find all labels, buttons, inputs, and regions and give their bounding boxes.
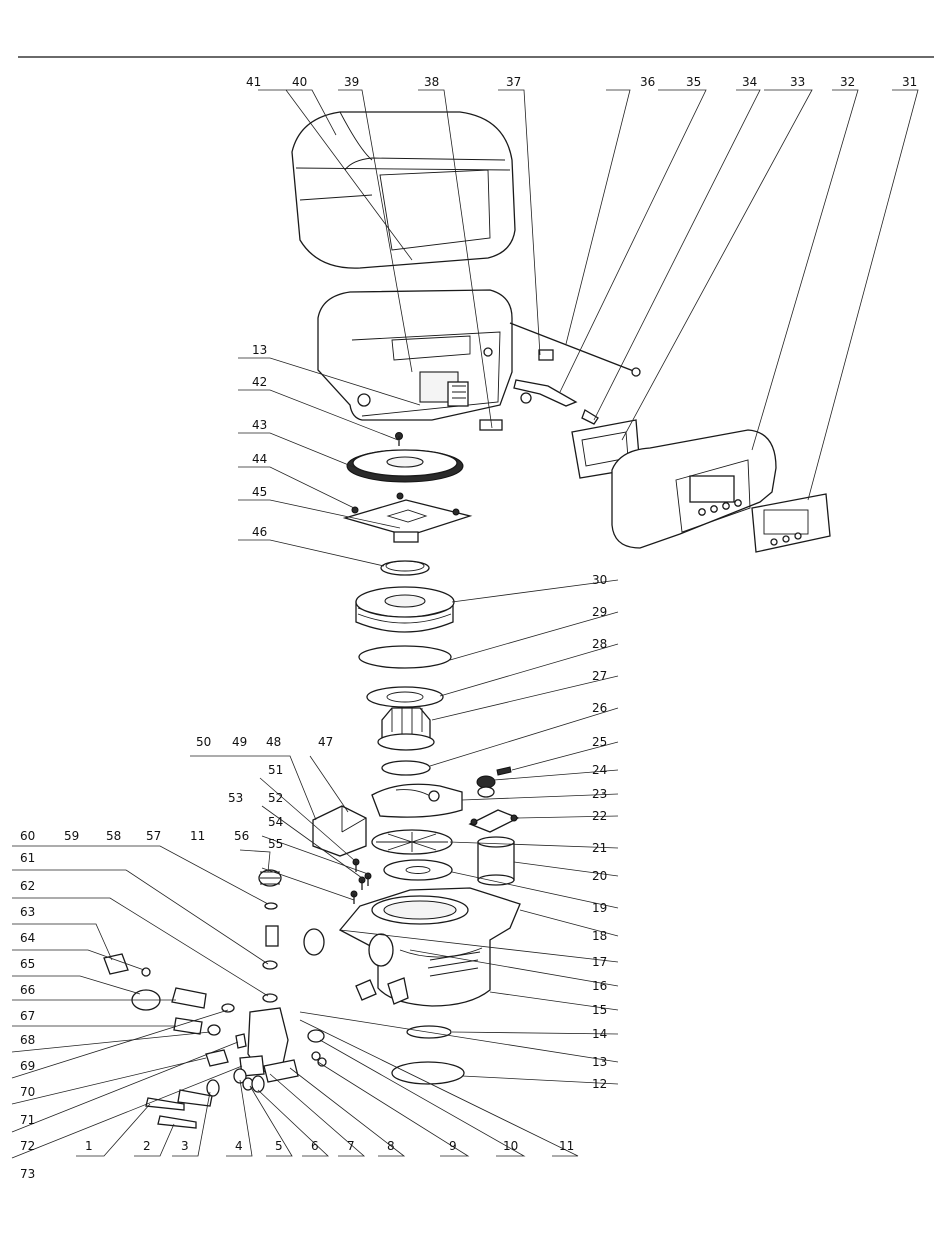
callout-62: 62 — [20, 879, 35, 893]
callout-32: 32 — [840, 75, 855, 89]
callout-14: 14 — [592, 1027, 607, 1041]
callout-59: 59 — [64, 829, 79, 843]
piston-assembly-part — [378, 708, 434, 750]
callout-4: 4 — [235, 1139, 243, 1153]
callout-56: 56 — [234, 829, 249, 843]
mounting-plate-part — [345, 493, 470, 542]
callout-48: 48 — [266, 735, 281, 749]
large-o-ring-part — [359, 646, 451, 668]
bypass-valve-part — [104, 870, 326, 1128]
callout-54: 54 — [268, 815, 283, 829]
callout-11: 11 — [559, 1139, 574, 1153]
callout-12: 12 — [592, 1077, 607, 1091]
callout-72: 72 — [20, 1139, 35, 1153]
top-cover-part — [292, 112, 515, 268]
callout-35: 35 — [686, 75, 701, 89]
callout-57: 57 — [146, 829, 161, 843]
callout-45: 45 — [252, 485, 267, 499]
base-o-ring-part — [392, 1062, 464, 1084]
callout-60: 60 — [20, 829, 35, 843]
callout-47: 47 — [318, 735, 333, 749]
retainer-ring-part — [382, 761, 430, 775]
small-seal-ring-part — [381, 561, 429, 575]
callout-38: 38 — [424, 75, 439, 89]
callout-7: 7 — [347, 1139, 355, 1153]
callout-39: 39 — [344, 75, 359, 89]
callout-69: 69 — [20, 1059, 35, 1073]
callout-49: 49 — [232, 735, 247, 749]
callout-3: 3 — [181, 1139, 189, 1153]
callout-63: 63 — [20, 905, 35, 919]
callout-41: 41 — [246, 75, 261, 89]
callout-53: 53 — [228, 791, 243, 805]
callout-1: 1 — [85, 1139, 93, 1153]
callout-67: 67 — [20, 1009, 35, 1023]
callout-55: 55 — [268, 837, 283, 851]
callout-13-upper: 13 — [252, 343, 267, 357]
motor-bracket-part — [470, 810, 518, 832]
callout-8: 8 — [387, 1139, 395, 1153]
front-label-part — [752, 494, 830, 552]
callout-34: 34 — [742, 75, 757, 89]
callout-33: 33 — [790, 75, 805, 89]
callout-30: 30 — [592, 573, 607, 587]
front-housing-part — [318, 290, 512, 430]
callout-17: 17 — [592, 955, 607, 969]
callout-10: 10 — [503, 1139, 518, 1153]
callout-11-left: 11 — [190, 829, 205, 843]
callout-65: 65 — [20, 957, 35, 971]
callout-50: 50 — [196, 735, 211, 749]
callout-13: 13 — [592, 1055, 607, 1069]
callout-61: 61 — [20, 851, 35, 865]
callout-22: 22 — [592, 809, 607, 823]
callout-43: 43 — [252, 418, 267, 432]
callout-18: 18 — [592, 929, 607, 943]
spoked-disc-part — [372, 830, 452, 854]
callout-42: 42 — [252, 375, 267, 389]
callout-23: 23 — [592, 787, 607, 801]
small-gear-part — [477, 767, 511, 797]
callout-24: 24 — [592, 763, 607, 777]
callout-71: 71 — [20, 1113, 35, 1127]
callout-16: 16 — [592, 979, 607, 993]
callout-40: 40 — [292, 75, 307, 89]
callout-5: 5 — [275, 1139, 283, 1153]
callout-19: 19 — [592, 901, 607, 915]
drive-rod-parts — [510, 323, 640, 424]
valve-body-part — [340, 888, 520, 1006]
callout-27: 27 — [592, 669, 607, 683]
callout-15: 15 — [592, 1003, 607, 1017]
callout-21: 21 — [592, 841, 607, 855]
callout-31: 31 — [902, 75, 917, 89]
threaded-disc-part — [356, 587, 454, 632]
callout-26: 26 — [592, 701, 607, 715]
callout-68: 68 — [20, 1033, 35, 1047]
lower-disc-part — [384, 860, 452, 880]
gasket-part — [367, 687, 443, 707]
parts — [104, 112, 830, 1128]
screw-set-part — [351, 859, 371, 904]
callout-51: 51 — [268, 763, 283, 777]
callout-44: 44 — [252, 452, 267, 466]
callout-70: 70 — [20, 1085, 35, 1099]
callout-2: 2 — [143, 1139, 151, 1153]
drive-gear-part — [347, 433, 463, 483]
callout-28: 28 — [592, 637, 607, 651]
callout-9: 9 — [449, 1139, 457, 1153]
callout-46: 46 — [252, 525, 267, 539]
callout-64: 64 — [20, 931, 35, 945]
callout-66: 66 — [20, 983, 35, 997]
callout-58: 58 — [106, 829, 121, 843]
side-o-ring-part — [304, 929, 324, 955]
callout-6: 6 — [311, 1139, 319, 1153]
callout-37: 37 — [506, 75, 521, 89]
callout-73: 73 — [20, 1167, 35, 1181]
callout-36: 36 — [640, 75, 655, 89]
cam-housing-part — [372, 784, 462, 817]
callout-29: 29 — [592, 605, 607, 619]
callout-52: 52 — [268, 791, 283, 805]
callout-20: 20 — [592, 869, 607, 883]
callout-25: 25 — [592, 735, 607, 749]
